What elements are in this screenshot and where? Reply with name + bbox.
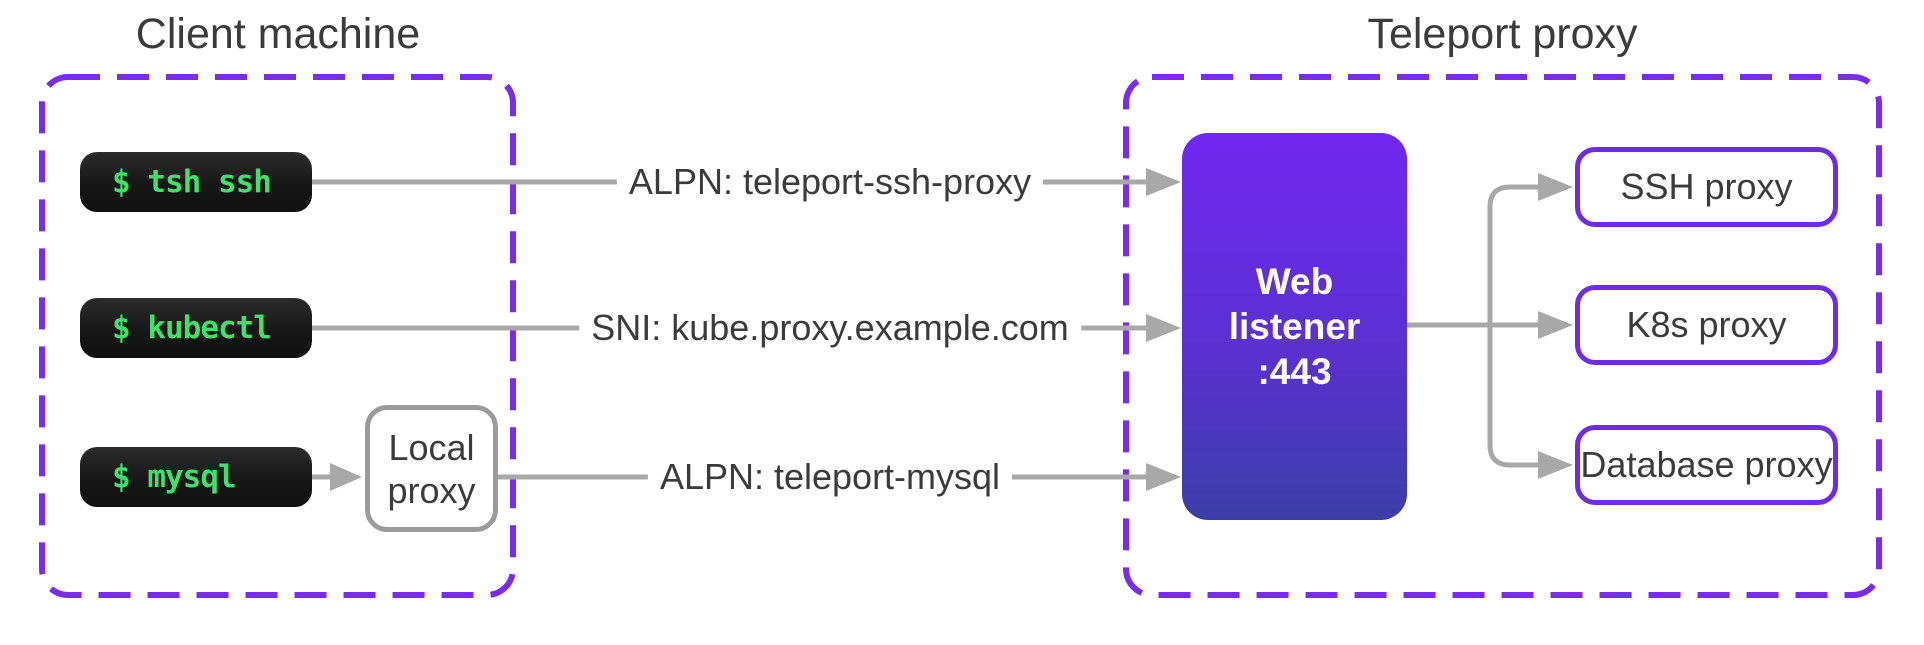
teleport-proxy-title: Teleport proxy	[1367, 10, 1638, 58]
arrowhead-icon	[1146, 314, 1181, 342]
local-proxy-label-line1: Local	[388, 426, 475, 468]
connection-label-alpn-mysql: ALPN: teleport-mysql	[647, 454, 1013, 500]
arrowhead-icon	[330, 463, 362, 491]
arrowhead-icon	[1146, 463, 1181, 491]
web-listener-node: Web listener :443	[1182, 133, 1407, 520]
terminal-tsh-ssh-label: $ tsh ssh	[112, 164, 272, 200]
arrowhead-icon	[1538, 173, 1573, 201]
mysql-to-local-proxy-line	[312, 463, 362, 491]
terminal-mysql: $ mysql	[80, 447, 312, 507]
client-machine-boundary	[39, 74, 516, 598]
listener-to-database-line	[1487, 325, 1573, 479]
arrowhead-icon	[1146, 168, 1181, 196]
ssh-proxy-label: SSH proxy	[1620, 166, 1793, 207]
database-proxy-node: Database proxy	[1575, 425, 1838, 505]
terminal-kubectl: $ kubectl	[80, 298, 312, 358]
terminal-kubectl-label: $ kubectl	[112, 310, 272, 346]
connection-label-sni-kube: SNI: kube.proxy.example.com	[579, 305, 1081, 351]
arrowhead-icon	[1538, 311, 1573, 339]
listener-to-ssh-line	[1487, 173, 1573, 325]
web-listener-label-line1: Web	[1255, 261, 1334, 302]
local-proxy-label-line2: proxy	[387, 469, 476, 511]
teleport-proxy-boundary	[1123, 74, 1882, 598]
terminal-tsh-ssh: $ tsh ssh	[80, 152, 312, 212]
web-listener-label-line2: listener	[1228, 306, 1361, 347]
listener-to-k8s-line	[1407, 311, 1573, 339]
k8s-proxy-label: K8s proxy	[1626, 304, 1787, 345]
ssh-proxy-node: SSH proxy	[1575, 147, 1838, 227]
local-proxy-node: Local proxy	[365, 405, 498, 532]
connection-label-alpn-ssh: ALPN: teleport-ssh-proxy	[616, 159, 1044, 205]
web-listener-label-line3: :443	[1257, 351, 1332, 392]
database-proxy-label: Database proxy	[1580, 444, 1833, 485]
client-machine-title: Client machine	[135, 10, 421, 58]
terminal-mysql-label: $ mysql	[112, 459, 237, 495]
k8s-proxy-node: K8s proxy	[1575, 285, 1838, 365]
arrowhead-icon	[1538, 451, 1573, 479]
